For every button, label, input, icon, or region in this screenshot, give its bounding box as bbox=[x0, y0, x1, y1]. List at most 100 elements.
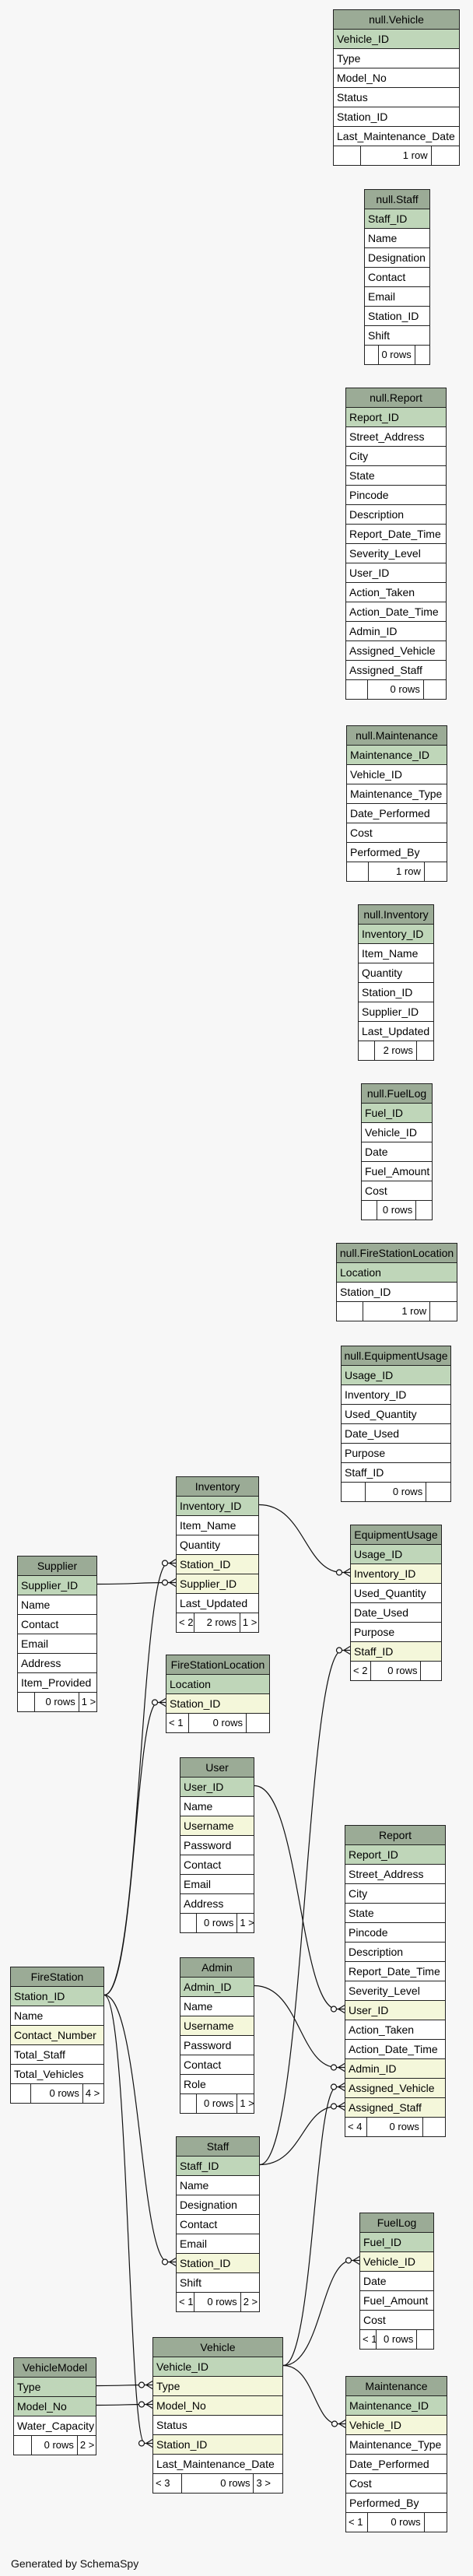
parents-count bbox=[346, 680, 369, 699]
column-row: Used_Quantity bbox=[351, 1584, 441, 1603]
parents-count bbox=[11, 2084, 32, 2103]
optional-marker bbox=[161, 1560, 169, 1567]
optional-marker bbox=[138, 2440, 145, 2447]
column-row: City bbox=[346, 447, 446, 466]
row-count: 0 rows bbox=[182, 2474, 254, 2493]
parents-count: < 1 bbox=[177, 2293, 195, 2311]
column-row: Date_Performed bbox=[346, 2455, 447, 2474]
column-row: Address bbox=[180, 1894, 254, 1914]
parents-count bbox=[365, 346, 380, 364]
column-row: Name bbox=[365, 229, 429, 248]
column-row: User_ID bbox=[345, 2001, 445, 2020]
table-title: FuelLog bbox=[360, 2213, 433, 2233]
column-row: Address bbox=[18, 1654, 96, 1673]
column-row: Maintenance_ID bbox=[346, 2396, 447, 2416]
column-row: Last_Maintenance_Date bbox=[153, 2455, 282, 2474]
table-title: Report bbox=[345, 1826, 445, 1845]
column-row: Action_Date_Time bbox=[345, 2040, 445, 2059]
children-count bbox=[423, 2118, 445, 2136]
table-footer: 0 rows bbox=[362, 1201, 432, 1220]
column-row: Username bbox=[180, 1816, 254, 1836]
column-row: Inventory_ID bbox=[359, 925, 433, 944]
column-row: Admin_ID bbox=[180, 1978, 254, 1997]
column-row: Quantity bbox=[359, 963, 433, 983]
table-title: User bbox=[180, 1758, 254, 1778]
children-count: 2 > bbox=[79, 2439, 95, 2451]
column-row: Admin_ID bbox=[346, 622, 446, 641]
column-row: Purpose bbox=[342, 1444, 450, 1463]
column-row: Vehicle_ID bbox=[362, 1123, 432, 1142]
children-count bbox=[417, 2330, 433, 2349]
column-row: Fuel_Amount bbox=[360, 2291, 433, 2311]
column-row: Station_ID bbox=[177, 2254, 259, 2273]
optional-marker bbox=[335, 1647, 343, 1654]
table-footer: 0 rows bbox=[346, 680, 446, 699]
many-marker bbox=[343, 1645, 351, 1655]
column-row: Model_No bbox=[14, 2397, 96, 2416]
relationship-line bbox=[103, 1994, 176, 2263]
column-row: Maintenance_ID bbox=[347, 746, 447, 765]
column-row: Last_Updated bbox=[177, 1594, 258, 1613]
row-count: 2 rows bbox=[375, 1041, 417, 1060]
table-title: FireStationLocation bbox=[166, 1655, 269, 1675]
many-marker bbox=[352, 2255, 360, 2265]
row-count: 1 row bbox=[369, 862, 425, 881]
parents-count bbox=[334, 146, 362, 165]
column-row: Report_Date_Time bbox=[346, 525, 446, 544]
column-row: Name bbox=[180, 1797, 254, 1816]
column-row: Admin_ID bbox=[345, 2059, 445, 2079]
optional-marker bbox=[161, 1579, 169, 1586]
many-marker bbox=[169, 2257, 177, 2267]
column-row: Supplier_ID bbox=[177, 1574, 258, 1594]
column-row: Staff_ID bbox=[342, 1463, 450, 1483]
column-row: Report_ID bbox=[346, 408, 446, 427]
relationship-line bbox=[259, 1649, 350, 2166]
column-row: Action_Date_Time bbox=[346, 602, 446, 622]
column-row: Fuel_Amount bbox=[362, 1162, 432, 1181]
column-row: Type bbox=[14, 2378, 96, 2397]
table-title: null.FireStationLocation bbox=[337, 1244, 457, 1263]
relationship-line bbox=[254, 1985, 345, 2069]
column-row: Usage_ID bbox=[351, 1545, 441, 1564]
column-row: Supplier_ID bbox=[18, 1576, 96, 1595]
column-row: Username bbox=[180, 2016, 254, 2036]
column-row: Contact bbox=[180, 1855, 254, 1875]
generated-by-label: Generated by SchemaSpy bbox=[11, 2557, 139, 2570]
row-count: 0 rows bbox=[35, 1693, 79, 1711]
parents-count bbox=[359, 1041, 376, 1060]
column-row: Assigned_Vehicle bbox=[346, 641, 446, 661]
column-row: Action_Taken bbox=[345, 2020, 445, 2040]
column-row: Last_Maintenance_Date bbox=[334, 127, 459, 146]
children-count bbox=[415, 346, 429, 364]
column-row: Staff_ID bbox=[177, 2157, 259, 2176]
column-row: State bbox=[346, 466, 446, 486]
column-row: Vehicle_ID bbox=[360, 2252, 433, 2272]
optional-marker bbox=[330, 2103, 338, 2110]
column-row: Item_Name bbox=[359, 944, 433, 963]
